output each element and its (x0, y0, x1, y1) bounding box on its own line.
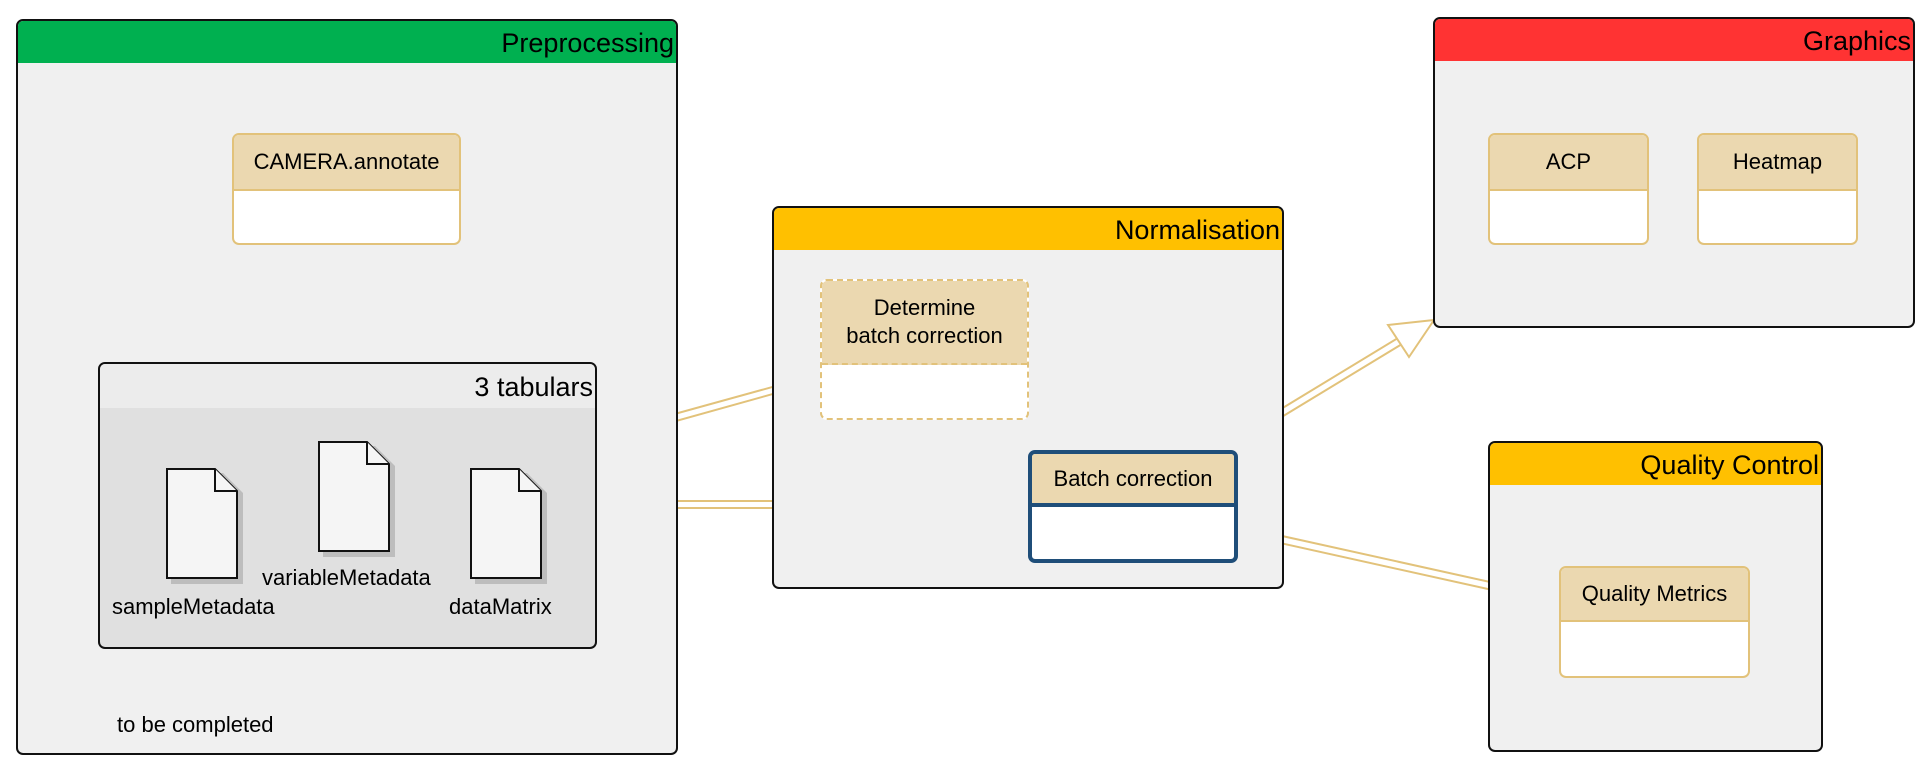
sample-metadata-label: sampleMetadata (112, 594, 275, 619)
batch-correction-label: Batch correction (1032, 454, 1234, 507)
sample-metadata-file-icon[interactable] (165, 467, 243, 585)
acp-tool[interactable]: ACP (1488, 133, 1649, 245)
camera-annotate-label: CAMERA.annotate (234, 135, 459, 191)
variable-metadata-label: variableMetadata (262, 565, 431, 590)
quality-control-title: Quality Control (1490, 443, 1821, 485)
data-matrix-file-icon[interactable] (469, 467, 547, 585)
data-matrix-label: dataMatrix (449, 594, 552, 619)
to-be-completed-note: to be completed (117, 712, 274, 737)
batch-correction-tool[interactable]: Batch correction (1028, 450, 1238, 563)
heatmap-label: Heatmap (1699, 135, 1856, 191)
determine-batch-correction-label: Determine batch correction (822, 281, 1027, 365)
variable-metadata-file-icon[interactable] (317, 440, 395, 558)
normalisation-title: Normalisation (774, 208, 1282, 250)
quality-metrics-label: Quality Metrics (1561, 568, 1748, 622)
camera-annotate-tool[interactable]: CAMERA.annotate (232, 133, 461, 245)
preprocessing-title: Preprocessing (18, 21, 676, 63)
heatmap-tool[interactable]: Heatmap (1697, 133, 1858, 245)
acp-label: ACP (1490, 135, 1647, 191)
determine-batch-correction-tool[interactable]: Determine batch correction (820, 279, 1029, 420)
quality-metrics-tool[interactable]: Quality Metrics (1559, 566, 1750, 678)
graphics-title: Graphics (1435, 19, 1913, 61)
tabulars-title: 3 tabulars (100, 364, 595, 408)
